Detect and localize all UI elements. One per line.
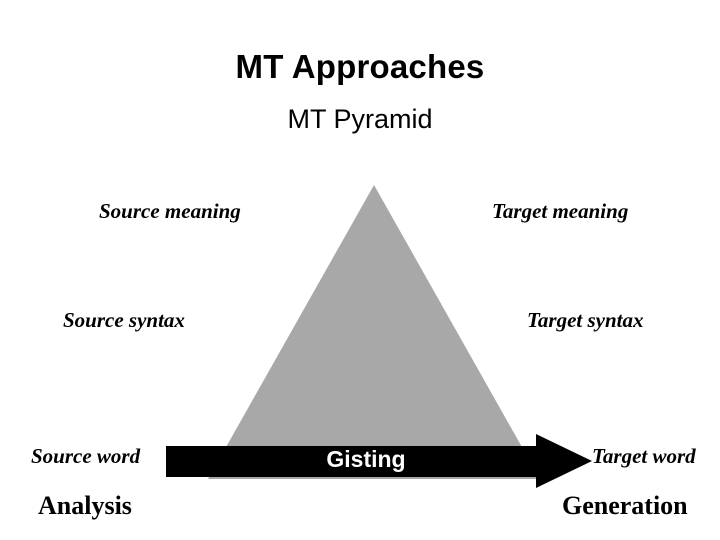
gisting-arrow [166,434,592,489]
label-target-meaning: Target meaning [492,199,629,223]
label-source-syntax: Source syntax [63,308,185,332]
page-title: MT Approaches [235,48,485,85]
arrow-head-icon [536,434,592,488]
label-target-word: Target word [592,444,696,468]
label-source-meaning: Source meaning [99,199,241,223]
page-subtitle: MT Pyramid [287,104,433,134]
pyramid-triangle-shape [208,185,540,479]
label-gisting: Gisting [326,446,406,472]
label-source-word: Source word [31,444,141,468]
label-analysis: Analysis [38,491,132,520]
label-generation: Generation [562,491,688,520]
arrow-shaft-shape [166,446,538,477]
label-target-syntax: Target syntax [527,308,644,332]
